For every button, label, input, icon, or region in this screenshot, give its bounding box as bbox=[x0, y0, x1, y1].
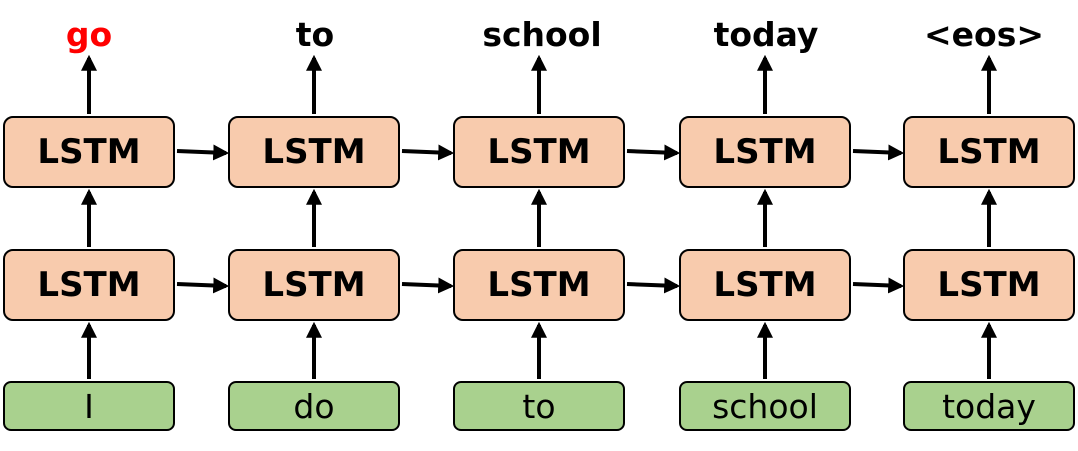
lstm-label: LSTM bbox=[487, 265, 591, 305]
lstm-label: LSTM bbox=[37, 265, 141, 305]
lstm-top-3: LSTM bbox=[679, 116, 851, 188]
lstm-label: LSTM bbox=[262, 132, 366, 172]
output-word-3: today bbox=[713, 15, 819, 54]
arrow-top-recurrent-0 bbox=[176, 144, 230, 161]
arrow-bottom-recurrent-0 bbox=[176, 277, 230, 294]
input-word-3: school bbox=[679, 381, 851, 431]
arrow-top-recurrent-1 bbox=[401, 144, 455, 161]
lstm-bottom-0: LSTM bbox=[3, 249, 175, 321]
input-word-1: do bbox=[228, 381, 400, 431]
input-word-2: to bbox=[453, 381, 625, 431]
arrow-bottom-recurrent-1 bbox=[401, 277, 455, 294]
lstm-bottom-3: LSTM bbox=[679, 249, 851, 321]
arrow-top-recurrent-2 bbox=[626, 144, 681, 161]
arrow-bottom-recurrent-2 bbox=[626, 277, 681, 294]
lstm-label: LSTM bbox=[37, 132, 141, 172]
input-word-0: I bbox=[3, 381, 175, 431]
lstm-label: LSTM bbox=[937, 132, 1041, 172]
output-word-4: <eos> bbox=[924, 15, 1044, 54]
lstm-bottom-2: LSTM bbox=[453, 249, 625, 321]
input-word-4: today bbox=[903, 381, 1075, 431]
lstm-bottom-1: LSTM bbox=[228, 249, 400, 321]
output-word-0: go bbox=[65, 15, 113, 54]
lstm-top-1: LSTM bbox=[228, 116, 400, 188]
output-word-2: school bbox=[482, 15, 602, 54]
arrow-bottom-recurrent-3 bbox=[852, 277, 905, 294]
lstm-label: LSTM bbox=[937, 265, 1041, 305]
lstm-label: LSTM bbox=[713, 132, 817, 172]
lstm-top-2: LSTM bbox=[453, 116, 625, 188]
lstm-label: LSTM bbox=[262, 265, 366, 305]
lstm-label: LSTM bbox=[713, 265, 817, 305]
arrow-top-recurrent-3 bbox=[852, 144, 905, 161]
lstm-top-4: LSTM bbox=[903, 116, 1075, 188]
lstm-top-0: LSTM bbox=[3, 116, 175, 188]
lstm-bottom-4: LSTM bbox=[903, 249, 1075, 321]
output-word-1: to bbox=[295, 15, 335, 54]
lstm-label: LSTM bbox=[487, 132, 591, 172]
